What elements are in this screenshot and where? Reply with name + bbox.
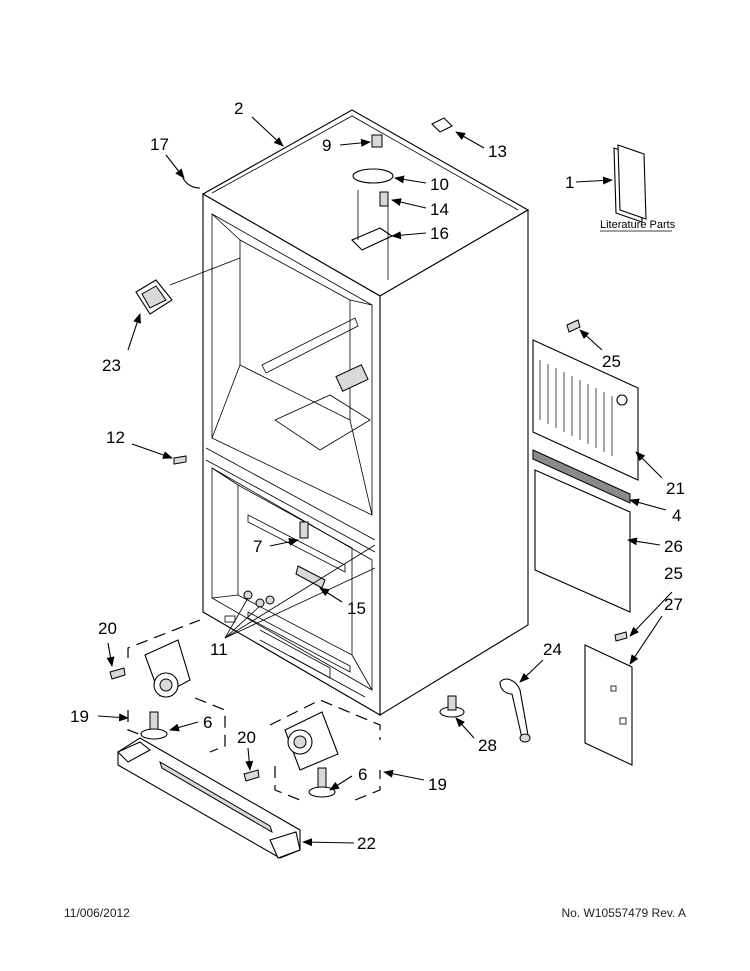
callout-12: 12 [106, 428, 125, 447]
part-28 [439, 695, 465, 718]
cabinet-side [379, 209, 529, 716]
callout-19b: 19 [428, 775, 447, 794]
callout-14: 14 [430, 200, 449, 219]
screw-11a [243, 590, 253, 600]
callout-labels: 2 17 9 13 10 14 16 1 23 12 25 21 4 26 7 … [70, 99, 685, 853]
callout-1: 1 [565, 173, 574, 192]
screw-11c [265, 595, 275, 605]
screw-11b [255, 598, 265, 608]
literature-label: Literature Parts [600, 219, 676, 231]
left-roller-assembly [109, 619, 226, 753]
callout-25a: 25 [602, 352, 621, 371]
panel-27 [584, 631, 633, 766]
part-23-module [135, 279, 173, 315]
rear-grille-assembly [532, 319, 639, 613]
callout-19a: 19 [70, 707, 89, 726]
callout-25b: 25 [664, 564, 683, 583]
leveler-6b [308, 786, 336, 798]
top-hinge [351, 134, 394, 280]
leader-lines [97, 116, 673, 847]
screw-25b [614, 631, 628, 642]
toe-slots [224, 615, 366, 698]
callout-27: 27 [664, 595, 683, 614]
part-7 [299, 521, 309, 539]
callout-6b: 6 [358, 765, 367, 784]
screw-20a [109, 667, 126, 680]
cabinet-front [202, 193, 381, 716]
callout-11: 11 [210, 640, 228, 659]
callout-20b: 20 [237, 728, 256, 747]
hinge-cover-10 [352, 168, 394, 184]
callout-13: 13 [488, 142, 507, 161]
screw-12 [173, 455, 187, 465]
callout-10: 10 [430, 175, 449, 194]
screw-9 [371, 134, 383, 148]
callout-9: 9 [322, 136, 331, 155]
right-roller-assembly [243, 699, 381, 801]
callout-16: 16 [430, 224, 449, 243]
literature-parts: Literature Parts [600, 144, 676, 232]
screw-14 [379, 191, 389, 207]
callout-17: 17 [150, 135, 169, 154]
callout-26: 26 [664, 537, 683, 556]
footer-doc-number: No. W10557479 Rev. A [561, 906, 686, 920]
base-grille-22 [117, 737, 301, 859]
callout-6a: 6 [203, 713, 212, 732]
callout-28: 28 [478, 736, 497, 755]
callout-20a: 20 [98, 619, 117, 638]
callout-24: 24 [543, 640, 562, 659]
callout-7: 7 [253, 537, 262, 556]
callout-22: 22 [357, 834, 376, 853]
screw-25a [566, 319, 581, 333]
leveler-6a [140, 728, 168, 740]
part-24 [499, 678, 531, 743]
callout-21: 21 [666, 479, 685, 498]
refrigerator-cabinet [173, 109, 530, 716]
label-13 [431, 117, 453, 133]
callout-2: 2 [234, 99, 243, 118]
panel-26 [534, 469, 631, 613]
callout-4: 4 [672, 506, 681, 525]
vent-grille [335, 364, 369, 392]
callout-15: 15 [347, 599, 366, 618]
part-17 [182, 177, 201, 189]
callout-23: 23 [102, 356, 121, 375]
footer-date: 11/006/2012 [64, 906, 130, 920]
screw-20b [243, 769, 260, 782]
